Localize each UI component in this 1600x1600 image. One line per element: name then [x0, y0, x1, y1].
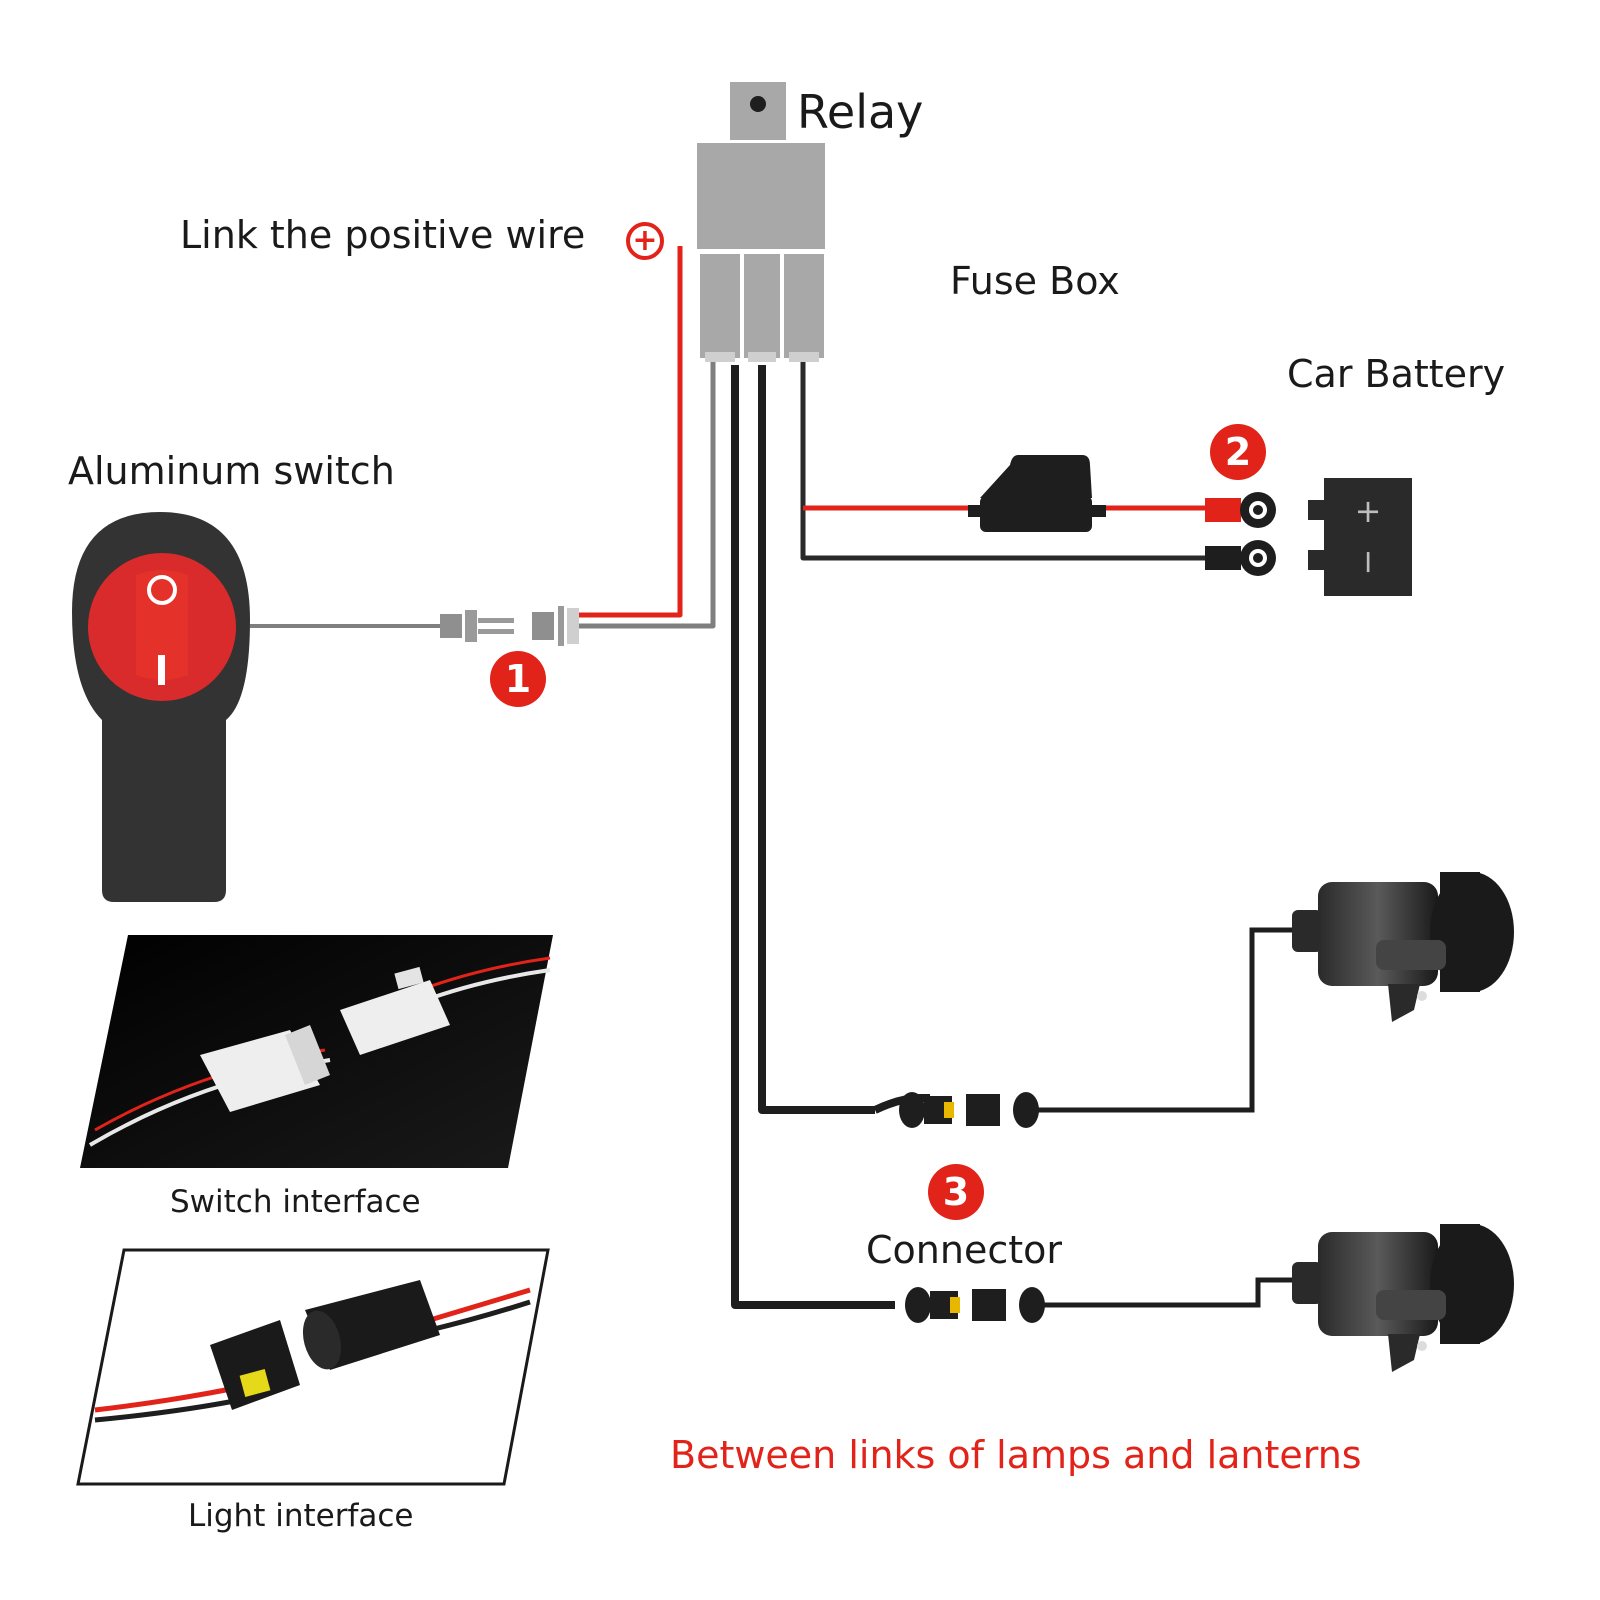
relay-wires	[250, 246, 1212, 1309]
between-links-label: Between links of lamps and lanterns	[670, 1433, 1362, 1477]
battery-icon: + −	[1308, 478, 1412, 596]
fog-lamp-icon	[1292, 872, 1514, 1022]
lamp2-connector	[905, 1277, 1310, 1323]
relay	[697, 82, 825, 362]
link-positive-label: Link the positive wire	[180, 213, 586, 257]
light-interface-photo	[76, 1248, 550, 1486]
connector-label: Connector	[866, 1228, 1062, 1272]
battery-negative-wire	[800, 362, 1212, 561]
blade-fuse-icon	[968, 455, 1106, 532]
battery-terminals	[1205, 492, 1276, 576]
step-1-badge: 1	[490, 651, 546, 707]
fog-lamp-icon	[1292, 1224, 1514, 1372]
switch-interface-photo	[80, 935, 553, 1168]
positive-wire	[578, 246, 683, 618]
rocker-switch-icon	[72, 512, 250, 902]
light-interface-label: Light interface	[188, 1498, 414, 1534]
switch-wire	[578, 362, 716, 629]
step-3-badge: 3	[928, 1164, 984, 1220]
aluminum-switch-label: Aluminum switch	[68, 449, 395, 493]
lamp2-wire	[731, 365, 895, 1309]
step-2-badge: 2	[1210, 424, 1266, 480]
car-battery-label: Car Battery	[1287, 352, 1506, 396]
switch-interface-label: Switch interface	[170, 1184, 421, 1220]
lamp1-wire	[758, 365, 875, 1114]
relay-label: Relay	[797, 85, 924, 139]
battery-plus: +	[1355, 492, 1382, 530]
lamp1-connector	[873, 927, 1310, 1128]
plus-circle-icon: +	[626, 222, 664, 260]
switch-plug-connector	[440, 606, 579, 646]
fuse-box-label: Fuse Box	[950, 259, 1120, 303]
battery-minus: −	[1350, 549, 1388, 576]
